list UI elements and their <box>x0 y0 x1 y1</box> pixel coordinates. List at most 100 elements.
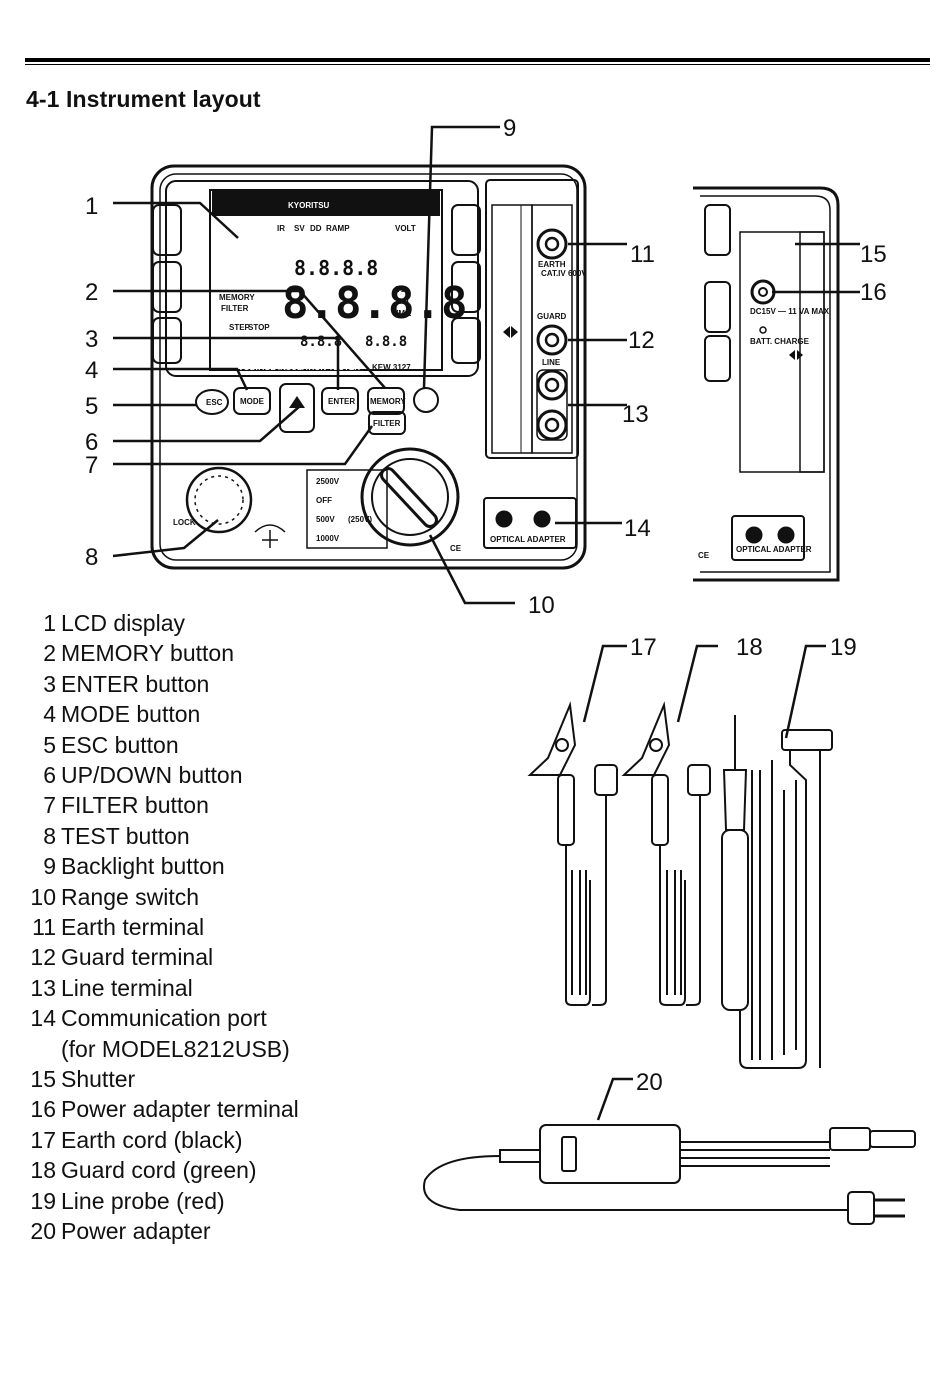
callout-numbers: 1 2 3 4 5 6 7 8 9 10 11 12 13 14 15 16 1… <box>85 115 887 1096</box>
legend-number: 16 <box>30 1096 56 1123</box>
line-probe-illustration <box>721 715 833 1069</box>
callout-17: 17 <box>630 634 657 661</box>
legend-label: FILTER button <box>61 792 209 819</box>
legend-label: (for MODEL8212USB) <box>61 1035 290 1062</box>
legend-number: 15 <box>30 1066 56 1092</box>
svg-text:IR: IR <box>277 224 285 233</box>
legend-number: 10 <box>30 883 56 910</box>
instrument-front-view <box>150 164 587 570</box>
top-rule <box>25 58 930 62</box>
legend-label: Backlight button <box>61 853 225 880</box>
side-view-labels: DC15V — 11 VA MAX BATT. CHARGE OPTICAL A… <box>698 307 830 560</box>
callout-9: 9 <box>503 115 516 142</box>
earth-cord-illustration <box>527 701 618 1006</box>
ce-mark: CE <box>450 544 462 553</box>
range-500v: 500V <box>316 515 335 524</box>
unit-giga-ohm: GΩ <box>396 297 409 306</box>
legend-number: 7 <box>43 792 56 819</box>
legend-label: ESC button <box>61 731 179 758</box>
svg-text:8.8.8: 8.8.8 <box>365 334 407 350</box>
lcd-tag-step: STEP <box>229 323 251 332</box>
range-note: (250V) <box>348 515 372 524</box>
esc-button[interactable]: ESC <box>206 398 223 407</box>
legend-label: Shutter <box>61 1066 136 1092</box>
earth-label: EARTH <box>538 260 566 269</box>
legend-number: 19 <box>30 1187 56 1214</box>
side-optical-adapter-label: OPTICAL ADAPTER <box>736 545 812 554</box>
legend-item: (for MODEL8212USB) <box>25 1036 290 1063</box>
guard-label: GUARD <box>537 312 567 321</box>
guard-cord-illustration <box>621 701 711 1006</box>
legend-number: 18 <box>30 1157 56 1184</box>
legend-label: Power adapter terminal <box>61 1096 299 1123</box>
legend-label: MEMORY button <box>61 640 235 667</box>
top-rule-thin <box>25 64 930 65</box>
legend-number: 8 <box>43 822 56 849</box>
callout-14: 14 <box>624 515 651 542</box>
side-ce-mark: CE <box>698 551 710 560</box>
instrument-side-view <box>693 186 840 582</box>
callout-2: 2 <box>85 279 98 306</box>
svg-text:8.8.8: 8.8.8 <box>300 334 342 350</box>
svg-text:8.8.8.8: 8.8.8.8 <box>294 256 378 280</box>
callout-7: 7 <box>85 452 98 479</box>
callout-11: 11 <box>630 241 655 268</box>
svg-text:SV: SV <box>294 224 305 233</box>
legend-label: Power adapter <box>61 1218 211 1244</box>
svg-text:RAMP: RAMP <box>326 224 350 233</box>
legend-number: 12 <box>30 944 56 971</box>
callout-18: 18 <box>736 634 763 661</box>
lock-label: LOCK <box>173 518 196 527</box>
legend-number: 9 <box>43 853 56 880</box>
range-off: OFF <box>316 496 332 505</box>
lcd-tag-stop: STOP <box>248 323 270 332</box>
legend-number: 20 <box>30 1218 56 1244</box>
callout-15: 15 <box>860 241 887 268</box>
legend-label: TEST button <box>61 822 190 849</box>
callout-1: 1 <box>85 193 98 220</box>
legend-label: Line probe (red) <box>61 1187 225 1214</box>
side-rating: DC15V — 11 VA MAX <box>750 307 830 316</box>
memory-button[interactable]: MEMORY <box>370 397 406 406</box>
section-title: 4-1 Instrument layout <box>26 86 261 112</box>
legend-number: 14 <box>30 1005 56 1032</box>
filter-button[interactable]: FILTER <box>373 419 401 428</box>
brand-logo: KYORITSU <box>288 201 330 210</box>
line-label: LINE <box>542 358 561 367</box>
device-labels: KYORITSU IR SV DD RAMP VOLT 8.8.8.8 8.8.… <box>173 201 587 553</box>
svg-text:VOLT: VOLT <box>395 224 416 233</box>
callout-20: 20 <box>636 1069 663 1096</box>
callout-4: 4 <box>85 357 98 384</box>
legend-number: 4 <box>43 701 56 728</box>
legend-number: 17 <box>30 1126 56 1153</box>
callout-10: 10 <box>528 592 555 619</box>
legend-number: 13 <box>30 974 56 1001</box>
mode-button[interactable]: MODE <box>240 397 265 406</box>
legend-label: ENTER button <box>61 670 210 697</box>
callout-6: 6 <box>85 429 98 456</box>
callout-13: 13 <box>622 401 649 428</box>
unit-tera-ohm: TΩ <box>396 285 408 294</box>
lcd-tag-filter: FILTER <box>221 304 249 313</box>
range-1000v: 1000V <box>316 534 340 543</box>
enter-button[interactable]: ENTER <box>328 397 355 406</box>
legend-number: 6 <box>43 762 56 788</box>
